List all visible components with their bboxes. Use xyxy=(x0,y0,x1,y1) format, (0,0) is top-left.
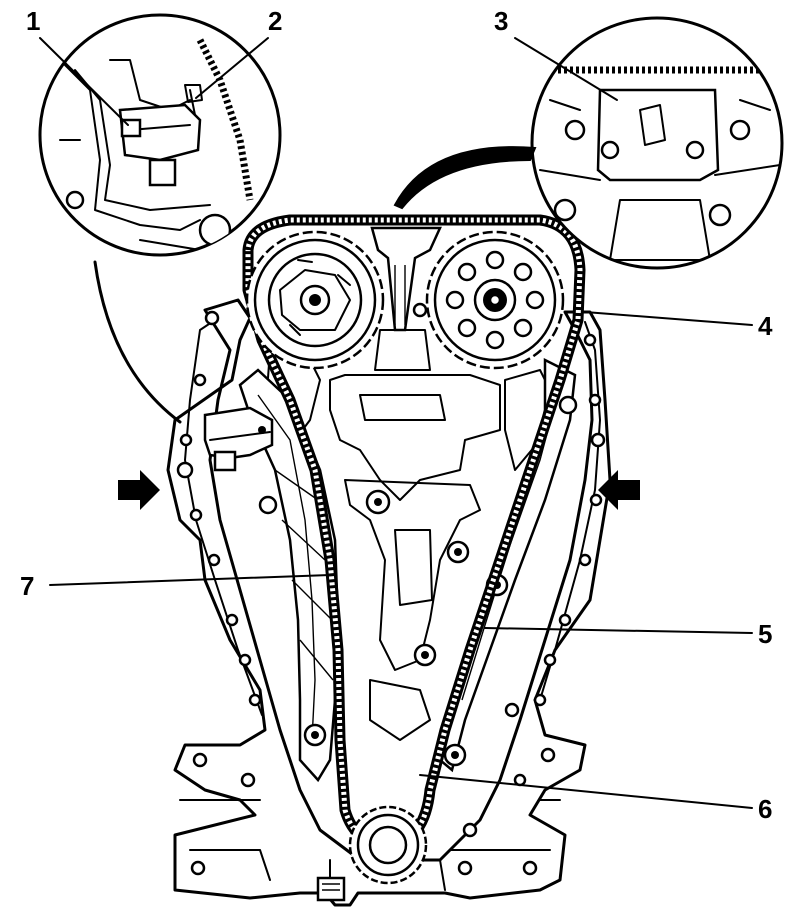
callout-leaders xyxy=(39,37,753,809)
arrow-right-icon xyxy=(118,470,160,510)
leader-curve-left xyxy=(93,260,182,424)
callout-5: 5 xyxy=(758,619,772,649)
crankshaft-sprocket xyxy=(316,805,428,902)
center-bolts xyxy=(258,302,470,667)
callout-6: 6 xyxy=(758,794,772,824)
detail-circle-left xyxy=(38,13,282,257)
detail-circle-right xyxy=(530,16,784,270)
chain-tensioner xyxy=(203,406,274,472)
cover-bolt-holes xyxy=(176,310,606,876)
callout-1: 1 xyxy=(26,6,40,36)
callout-2: 2 xyxy=(268,6,282,36)
callout-7: 7 xyxy=(20,571,34,601)
timing-chain xyxy=(242,214,586,851)
callout-4: 4 xyxy=(758,311,773,341)
upper-chain-guide xyxy=(370,226,442,371)
arrow-left-icon xyxy=(598,470,640,510)
camshaft-sprocket-right xyxy=(425,230,565,370)
callout-3: 3 xyxy=(494,6,508,36)
leader-curve-right xyxy=(393,146,537,210)
camshaft-sprocket-left xyxy=(245,230,385,370)
